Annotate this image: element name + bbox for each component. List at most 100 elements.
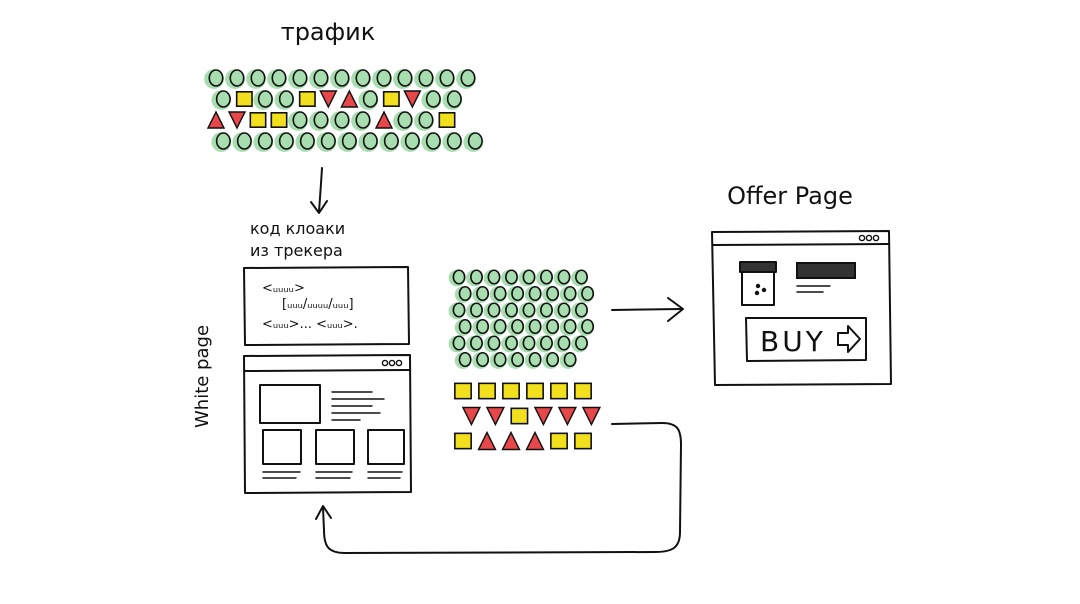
arrow-right-icon [837, 325, 861, 353]
card-image-placeholder [262, 429, 302, 465]
green-circle-visitor [466, 335, 483, 353]
window-dot-icon [865, 234, 873, 242]
green-circle-visitor [553, 269, 571, 287]
window-dot-icon [395, 359, 403, 367]
offer-page-title: Offer Page [727, 182, 853, 210]
green-circle-visitor [518, 335, 536, 353]
white-page-label: White page [192, 325, 213, 428]
green-circle-visitor [456, 69, 476, 89]
filtered-good-traffic [448, 269, 595, 369]
green-circle-visitor [400, 132, 421, 152]
offer-headline-block [796, 262, 856, 279]
green-circle-visitor [421, 132, 442, 152]
product-jar-icon [739, 261, 777, 306]
green-circle-visitor [518, 269, 536, 287]
green-circle-visitor [211, 90, 232, 110]
green-circle-visitor [524, 318, 542, 336]
green-circle-visitor [466, 269, 483, 287]
green-circle-visitor [559, 351, 577, 369]
green-circle-visitor [454, 351, 472, 369]
green-circle-visitor [204, 69, 224, 89]
green-circle-visitor [442, 132, 463, 152]
green-circle-visitor [330, 69, 350, 89]
green-circle-visitor [483, 302, 501, 320]
green-circle-visitor [211, 132, 232, 152]
green-circle-visitor [393, 69, 413, 89]
green-circle-visitor [524, 285, 542, 303]
yellow-square-visitor [478, 382, 496, 400]
green-circle-visitor [472, 285, 490, 303]
red-triangle-visitor [374, 110, 394, 129]
code-snippet-box: <ᵤᵤᵤᵤ> [ᵤᵤᵤ/ᵤᵤᵤᵤ/ᵤᵤᵤ] <ᵤᵤᵤ>... <ᵤᵤᵤ>. [243, 266, 410, 346]
cloak-code-label-line1: код клоаки [250, 219, 345, 238]
green-circle-visitor [393, 111, 413, 131]
buy-button-label: BUY [760, 325, 826, 358]
red-triangle-visitor [533, 406, 554, 427]
red-triangle-visitor [525, 430, 545, 451]
green-circle-visitor [489, 351, 507, 369]
green-circle-visitor [274, 90, 295, 110]
code-line-2: [ᵤᵤᵤ/ᵤᵤᵤᵤ/ᵤᵤᵤ] [282, 297, 354, 312]
green-circle-visitor [448, 335, 466, 353]
yellow-square-visitor [526, 382, 544, 400]
green-circle-visitor [274, 132, 295, 152]
green-circle-visitor [571, 302, 588, 320]
green-circle-visitor [253, 90, 274, 110]
green-circle-visitor [559, 318, 577, 336]
window-dot-icon [858, 234, 866, 242]
red-triangle-visitor [557, 406, 578, 427]
traffic-title: трафик [281, 18, 376, 46]
green-circle-visitor [372, 69, 392, 89]
green-circle-visitor [553, 302, 571, 320]
window-dot-icon [872, 234, 880, 242]
green-circle-visitor [288, 69, 308, 89]
yellow-square-visitor [550, 432, 568, 450]
green-circle-visitor [454, 318, 472, 336]
arrow-to-offer-page [611, 297, 684, 322]
green-circle-visitor [559, 285, 577, 303]
card-image-placeholder [315, 429, 355, 465]
green-circle-visitor [316, 132, 337, 152]
green-circle-visitor [542, 351, 560, 369]
yellow-square-visitor [249, 112, 267, 129]
green-circle-visitor [330, 111, 350, 131]
red-triangle-visitor [581, 406, 602, 427]
yellow-square-visitor [298, 91, 316, 108]
green-circle-visitor [246, 69, 266, 89]
yellow-square-visitor [502, 382, 520, 400]
green-circle-visitor [358, 132, 379, 152]
yellow-square-visitor [574, 432, 592, 450]
green-circle-visitor [507, 318, 525, 336]
green-circle-visitor [295, 132, 316, 152]
green-circle-visitor [337, 132, 358, 152]
yellow-square-visitor [454, 432, 472, 450]
yellow-square-visitor [270, 112, 288, 129]
green-circle-visitor [472, 351, 490, 369]
green-circle-visitor [267, 69, 287, 89]
buy-button[interactable]: BUY [745, 317, 867, 362]
green-circle-visitor [435, 69, 455, 89]
green-circle-visitor [524, 351, 542, 369]
green-circle-visitor [448, 302, 466, 320]
green-circle-visitor [501, 335, 518, 353]
filtered-bot-traffic [454, 382, 602, 451]
yellow-square-visitor [510, 407, 529, 425]
green-circle-visitor [466, 302, 483, 320]
green-circle-visitor [542, 318, 560, 336]
green-circle-visitor [288, 111, 308, 131]
green-circle-visitor [454, 285, 472, 303]
yellow-square-visitor [574, 382, 592, 400]
window-dot-icon [388, 359, 396, 367]
green-circle-visitor [414, 69, 434, 89]
yellow-square-visitor [454, 382, 472, 400]
red-triangle-visitor [227, 111, 247, 130]
code-line-3: <ᵤᵤᵤ>... <ᵤᵤᵤ>. [262, 317, 358, 332]
green-circle-visitor [501, 269, 518, 287]
red-triangle-visitor [206, 110, 226, 129]
green-circle-visitor [553, 335, 571, 353]
green-circle-visitor [351, 111, 371, 131]
green-circle-visitor [507, 351, 525, 369]
green-circle-visitor [414, 111, 434, 131]
red-triangle-visitor [501, 430, 521, 451]
